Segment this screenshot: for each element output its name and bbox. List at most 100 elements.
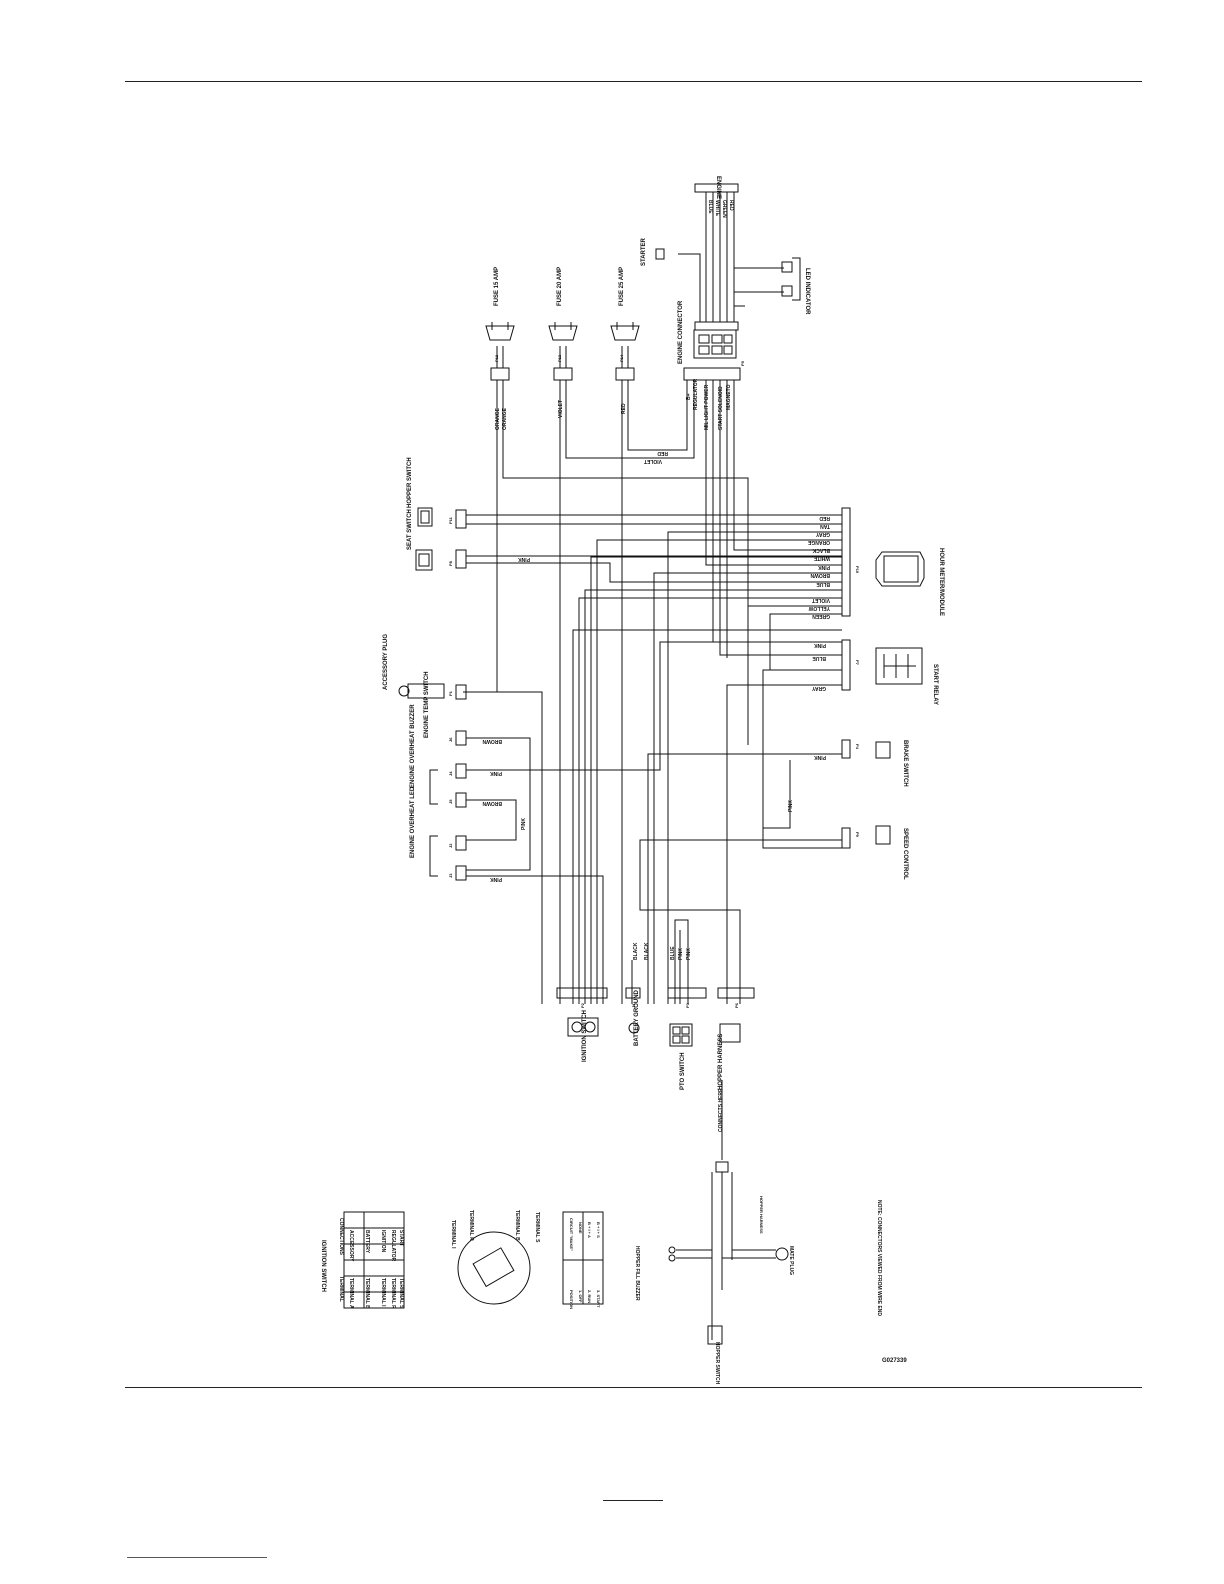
seat-wire-pink: PINK	[518, 556, 530, 562]
ign-row-1-term: TERMINAL B	[364, 1278, 370, 1309]
hopper-harness-small-label: HOPPER HARNESS	[759, 1196, 764, 1234]
accessory-plug-label: ACCESSORY PLUG	[383, 634, 389, 690]
ign-row-4-conn: START	[398, 1230, 404, 1246]
pos-row-0-circ: NONE	[578, 1222, 583, 1234]
conn-p6: P6	[734, 1002, 739, 1008]
hm-wire-white: WHITE	[813, 555, 830, 561]
pto-wire-pink-2: PINK	[686, 948, 692, 960]
hm-wire-tan: TAN	[820, 523, 830, 529]
engine-connector-label: ENGINE CONNECTOR	[678, 300, 684, 364]
conn-j4: J4	[448, 771, 453, 776]
wire-orange-1: ORANGE	[495, 407, 501, 430]
conn-p9: P9	[855, 832, 860, 838]
conn-p14: P14	[619, 354, 624, 362]
wires	[463, 192, 842, 1004]
ignition-switch-label: IGNITION SWITCH	[582, 1010, 588, 1062]
hm-wire-red: RED	[819, 515, 830, 521]
bottom-rule	[125, 1387, 1142, 1388]
wire-red-2: RED	[657, 450, 668, 456]
engine-wire-green: GREEN	[721, 200, 727, 218]
pos-header-circuit: CIRCUIT "MAKE"	[569, 1218, 574, 1251]
drawing-number: G027339	[882, 1358, 907, 1364]
conn-j2: J2	[448, 843, 453, 848]
conn-p13: P13	[557, 354, 562, 362]
pos-row-1-pos: 2. RUN	[587, 1290, 592, 1303]
note-label: NOTE: CONNECTORS VIEWED FROM WIRE END	[876, 1200, 882, 1316]
ign-row-1-conn: BATTERY	[364, 1230, 370, 1254]
engine-wire-red: RED	[728, 200, 734, 211]
conn-j6: J6	[448, 737, 453, 742]
conn-p3: P3	[685, 1002, 690, 1008]
terminal-label-s: TERMINAL S	[534, 1212, 540, 1243]
overheat-buzzer-label: ENGINE OVERHEAT BUZZER	[410, 704, 416, 788]
labels: ENGINE STARTER LED INDICATOR ENGINE CONN…	[320, 176, 944, 1385]
ign-row-4-term: TERMINAL S	[398, 1278, 404, 1309]
pin-start-solenoid: START SOLENOID	[718, 386, 724, 430]
hm-wire-black: BLACK	[812, 547, 830, 553]
engine-wire-blue: BLUE	[707, 200, 713, 214]
terminal-label-i: TERMINAL I	[450, 1220, 456, 1249]
fuse-15-label: FUSE 15 AMP	[494, 267, 500, 306]
conn-p10: P10	[855, 566, 860, 574]
pos-row-2-circ: B + I + S	[596, 1222, 601, 1238]
relay-wire-gray: GRAY	[811, 685, 826, 691]
led-indicator-label: LED INDICATOR	[804, 268, 810, 315]
conn-p11: P11	[448, 516, 453, 524]
pto-switch-label: PTO SWITCH	[680, 1052, 686, 1090]
terminal-label-b: TERMINAL B	[514, 1210, 520, 1241]
ign-row-0-conn: ACCESSORY	[348, 1230, 354, 1262]
conn-p4: P4	[855, 744, 860, 750]
conn-p5: P5	[740, 360, 745, 366]
pin-regulator: REGULATOR	[693, 378, 699, 410]
ign-header-terminal: TERMINAL	[338, 1276, 344, 1302]
ign-row-2-conn: IGNITION	[380, 1230, 386, 1253]
wire-red-1: RED	[621, 403, 627, 414]
engine-temp-switch-label: ENGINE TEMP SWITCH	[424, 671, 430, 738]
fuse-25-label: FUSE 25 AMP	[619, 267, 625, 306]
buzzer-wire-brown: BROWN	[482, 800, 502, 806]
led-wire-pink-vert: PINK	[521, 818, 527, 830]
connectors	[455, 183, 851, 999]
hm-wire-gray: GRAY	[815, 531, 830, 537]
hm-wire-brown: BROWN	[810, 572, 830, 578]
pto-wire-pink-1: PINK	[678, 948, 684, 960]
mate-plug-label: MATE PLUG	[788, 1246, 794, 1275]
conn-p7: P7	[855, 660, 860, 666]
conn-p12: P12	[494, 354, 499, 362]
brake-wire-pink: PINK	[814, 754, 826, 760]
conn-p1: P1	[448, 690, 453, 696]
hour-meter-label: HOUR METER/MODULE	[938, 548, 944, 616]
ign-row-0-term: TERMINAL A	[348, 1278, 354, 1309]
hm-wire-green: GREEN	[812, 613, 830, 619]
ign-row-2-term: TERMINAL I	[380, 1278, 386, 1307]
wire-violet-1: VIOLET	[558, 400, 564, 418]
temp-wire-brown: BROWN	[482, 738, 502, 744]
wire-violet-2: VIOLET	[644, 458, 662, 464]
battery-ground-label: BATTERY GROUND	[634, 989, 640, 1046]
overheat-led-label: ENGINE OVERHEAT LED	[410, 786, 416, 858]
hm-wire-orange: ORANGE	[807, 539, 830, 545]
conn-j5: J5	[448, 799, 453, 804]
relay-wire-pink: PINK	[814, 642, 826, 648]
seat-switch-label: SEAT SWITCH	[407, 509, 413, 550]
speed-wire-pink: PINK	[788, 800, 794, 812]
connects-here-label: CONNECTS HERE	[718, 1088, 724, 1132]
hopper-switch-bottom-label: HOPPER SWITCH	[714, 1342, 720, 1385]
hopper-fill-buzzer-label: HOPPER FILL BUZZER	[634, 1246, 640, 1301]
fuse-20-label: FUSE 20 AMP	[557, 267, 563, 306]
buzzer-wire-pink: PINK	[490, 770, 502, 776]
led-wire-pink: PINK	[490, 876, 502, 882]
speed-control-label: SPEED CONTROL	[902, 828, 908, 880]
top-rule	[125, 81, 1142, 82]
conn-p2: P2	[580, 1002, 585, 1008]
conn-j3: J3	[448, 873, 453, 878]
hopper-switch-label: HOPPER SWITCH	[407, 457, 413, 508]
pos-row-0-pos: 1. OFF	[578, 1290, 583, 1303]
terminal-label-r: TERMINAL R	[468, 1210, 474, 1241]
brake-switch-label: BRAKE SWITCH	[902, 740, 908, 787]
pto-wire-blue: BLUE	[670, 946, 676, 960]
ign-row-3-conn: REGULATOR	[390, 1230, 396, 1262]
footer-link-underline	[127, 1557, 267, 1558]
ign-table-title: IGNITION SWITCH	[320, 1240, 326, 1292]
